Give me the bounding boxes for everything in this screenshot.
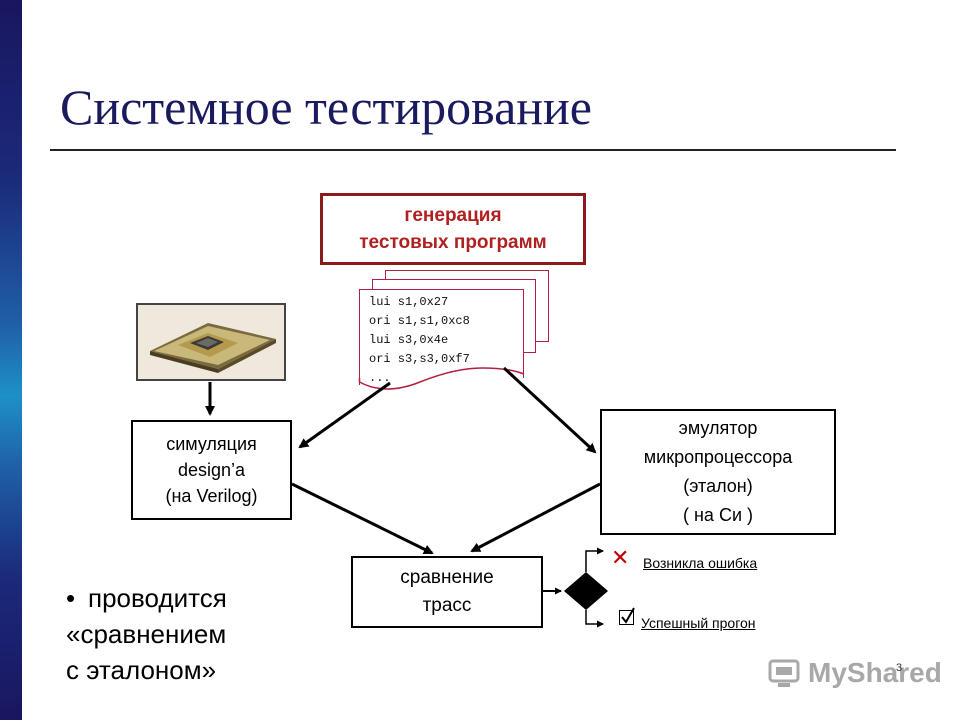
arrow-emulator-to-comparison <box>470 482 601 553</box>
error-cross-icon: ✕ <box>611 545 630 570</box>
emulator-label-line-4: ( на Си ) <box>683 505 753 525</box>
slide-side-bar <box>0 0 22 720</box>
bullet-dot-icon: • <box>66 583 76 613</box>
emulator-label-line-1: эмулятор <box>678 418 758 438</box>
success-checkbox-icon <box>619 607 635 625</box>
watermark-text: MyShared <box>808 657 942 688</box>
trace-comparison-box: сравнение трасс <box>351 556 543 628</box>
comparison-label-line-2: трасс <box>422 595 472 616</box>
decision-diamond <box>564 572 608 610</box>
branch-to-error <box>585 547 604 572</box>
design-simulation-box: симуляция design’a (на Verilog) <box>131 420 292 520</box>
slide-page-number: 3 <box>896 662 903 674</box>
bullet-line-2: «сравнением <box>66 619 227 649</box>
arrow-simulation-to-comparison <box>291 482 434 555</box>
emulator-label-line-3: (эталон) <box>683 476 753 496</box>
error-outcome-label: Возникла ошибка <box>643 555 758 571</box>
bullet-line-1: проводится <box>88 583 227 613</box>
simulation-label-line-2: design’a <box>177 460 246 480</box>
comparison-label-line-1: сравнение <box>400 567 494 588</box>
success-outcome-label: Успешный прогон <box>641 615 756 631</box>
branch-to-success <box>585 610 604 628</box>
watermark-logo: MyShared <box>768 655 942 695</box>
processor-chip-image <box>136 303 286 381</box>
microprocessor-emulator-box: эмулятор микропроцессора (эталон) ( на С… <box>600 409 836 535</box>
generation-label-line-2: тестовых программ <box>359 232 547 253</box>
bullet-text: проводится «сравнением с эталоном» <box>66 580 227 688</box>
generation-label-line-1: генерация <box>404 205 502 226</box>
simulation-label-line-3: (на Verilog) <box>165 486 258 506</box>
code-listing: lui s1,0x27 ori s1,s1,0xc8 lui s3,0x4e o… <box>369 295 470 385</box>
arrow-programs-to-simulation <box>298 381 391 449</box>
watermark-icon <box>768 659 800 687</box>
title-underline <box>50 149 896 151</box>
slide-title: Системное тестирование <box>60 79 592 135</box>
bullet-line-3: с эталоном» <box>66 655 217 685</box>
simulation-label-line-1: симуляция <box>166 434 257 454</box>
test-program-generation-box: генерация тестовых программ <box>320 193 586 265</box>
emulator-label-line-2: микропроцессора <box>643 447 793 467</box>
arrow-programs-to-emulator <box>502 366 597 454</box>
